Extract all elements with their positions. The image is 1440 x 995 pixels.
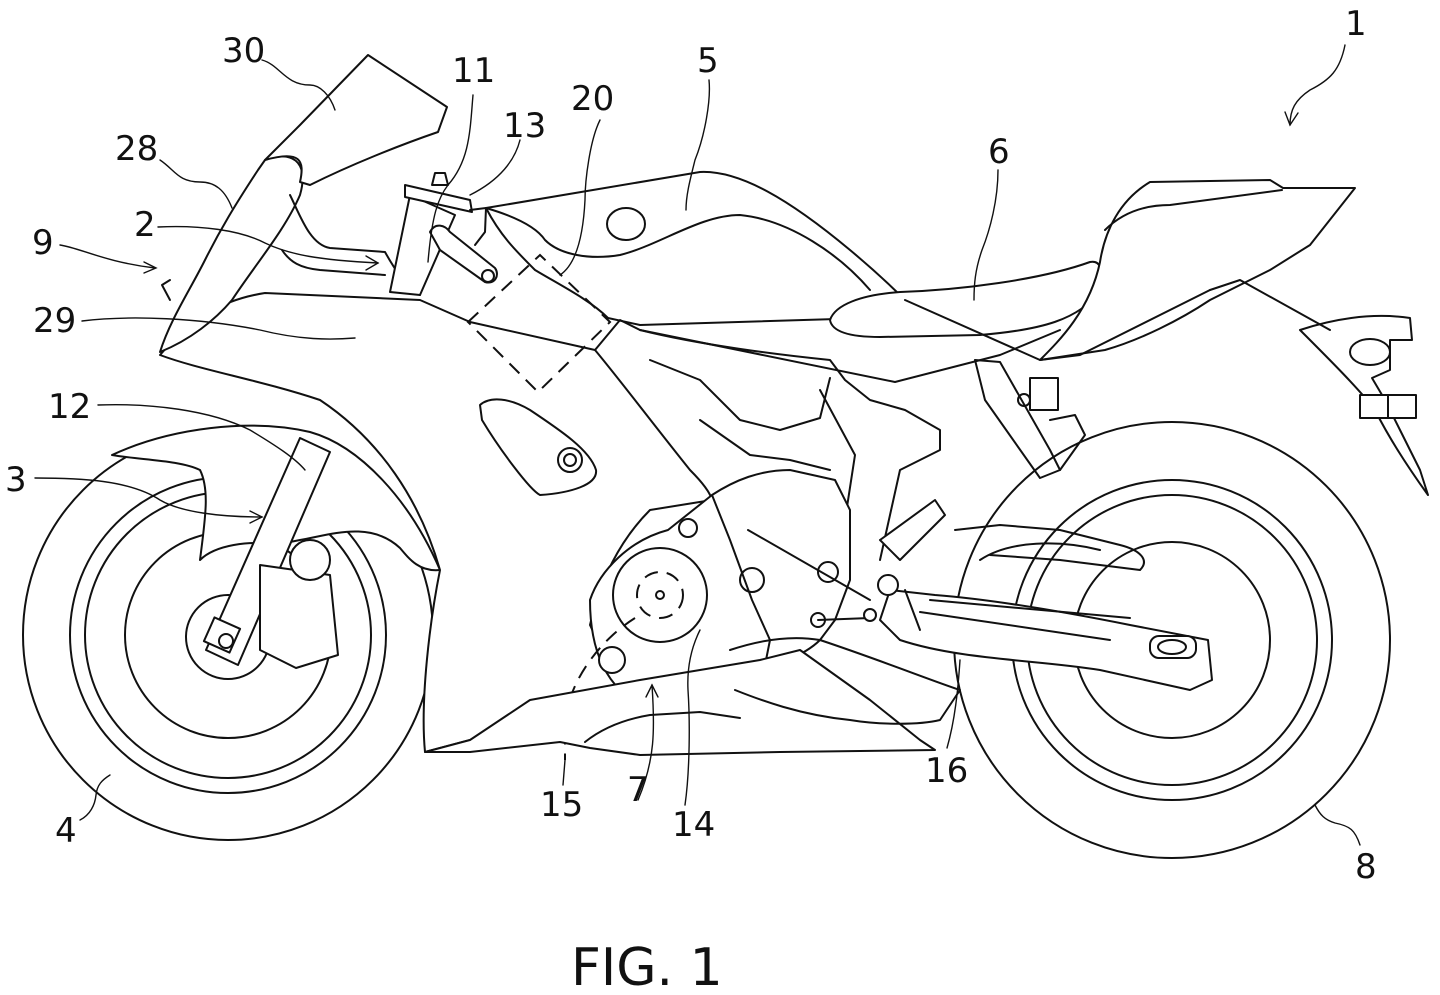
lower-cowl	[424, 649, 936, 756]
label-front-wheel: 4	[55, 811, 77, 851]
controller-box-outline	[466, 253, 612, 394]
frame	[594, 319, 941, 561]
generator-cover	[564, 518, 708, 760]
label-front-fender: 12	[48, 387, 91, 427]
tail-cowl	[1039, 179, 1356, 361]
label-side-cowl: 29	[33, 301, 76, 341]
label-handlebar: 13	[503, 106, 546, 146]
label-steering-shaft: 11	[452, 51, 495, 91]
label-controller-box: 20	[571, 79, 614, 119]
label-front-fork: 3	[5, 460, 27, 500]
label-seat: 6	[988, 132, 1010, 172]
swing-arm	[879, 589, 1213, 691]
label-generator: 15	[540, 785, 583, 825]
label-front-cowl: 9	[32, 223, 54, 263]
fuel-tank	[485, 170, 906, 326]
label-windscreen: 30	[222, 31, 265, 71]
label-fuel-tank: 5	[697, 41, 719, 81]
label-swing-arm: 16	[925, 751, 968, 791]
label-rear-wheel: 8	[1355, 847, 1377, 887]
front-fork	[202, 437, 339, 669]
windscreen	[264, 54, 448, 186]
steering-head	[389, 172, 498, 296]
seat	[829, 260, 1103, 338]
label-motorcycle: 1	[1345, 4, 1367, 44]
label-engine: 7	[627, 770, 649, 810]
label-frame: 2	[134, 205, 156, 245]
footrest	[810, 499, 946, 631]
label-generator-cover: 14	[672, 805, 715, 845]
label-upper-cowl: 28	[115, 129, 158, 169]
tail-bracket	[1299, 314, 1429, 496]
figure-caption: FIG. 1	[571, 938, 723, 995]
leader-lines	[34, 44, 1361, 846]
upper-cowl	[159, 155, 304, 353]
